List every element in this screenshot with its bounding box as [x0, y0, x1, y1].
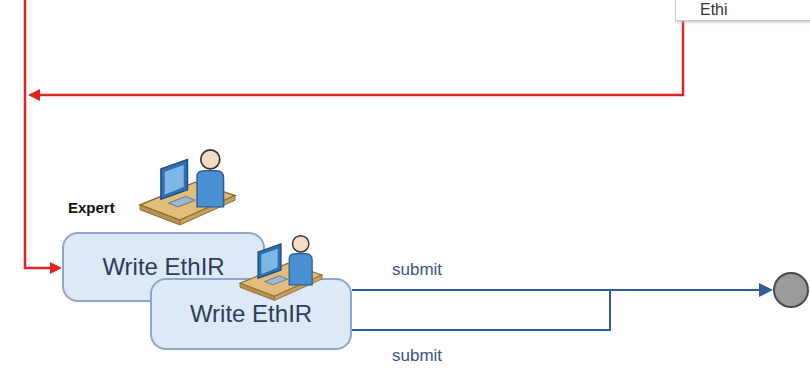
- end-state: [774, 273, 808, 307]
- arrow-head: [759, 283, 773, 297]
- process-box: Write EthIR: [150, 278, 352, 350]
- box-text: Write EthIR: [190, 300, 312, 328]
- edge-label: submit: [392, 346, 442, 366]
- edge-label: submit: [392, 260, 442, 280]
- arrow-head: [28, 89, 40, 101]
- submit-lines: [352, 290, 762, 330]
- role-label: Expert: [68, 199, 115, 216]
- cut-off-label: Ethi: [700, 1, 728, 19]
- arrow-head: [50, 262, 62, 274]
- box-text: Write EthIR: [102, 253, 224, 281]
- partial-panel: [675, 0, 810, 21]
- feedback-loop: [25, 0, 683, 268]
